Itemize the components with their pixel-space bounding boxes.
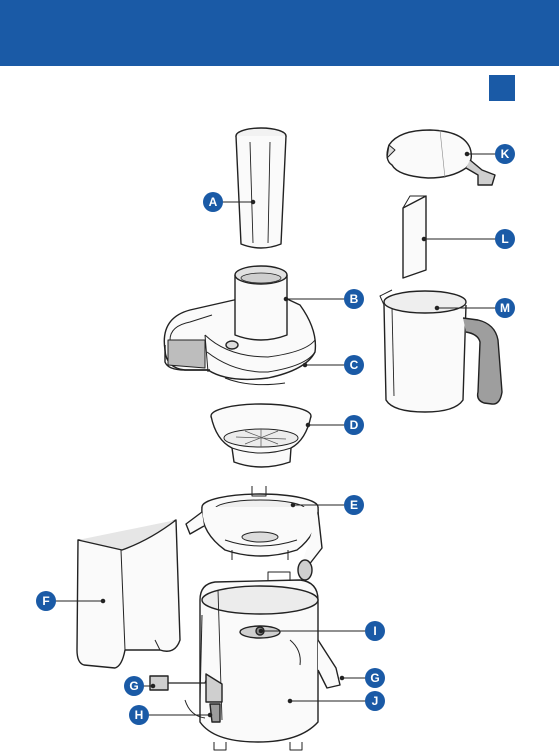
callout-a: A	[203, 192, 223, 212]
callout-d: D	[344, 415, 364, 435]
callout-k: K	[495, 144, 515, 164]
callout-h: H	[129, 705, 149, 725]
part-froth-separator	[403, 196, 426, 278]
callout-i: I	[365, 621, 385, 641]
callout-g-left: G	[124, 676, 144, 696]
part-cover	[164, 266, 315, 385]
part-pulp-container	[77, 520, 180, 668]
part-filter-holder	[186, 486, 322, 580]
callout-c: C	[344, 355, 364, 375]
part-jug-lid	[387, 130, 495, 185]
callout-m: M	[495, 298, 515, 318]
callout-e: E	[344, 495, 364, 515]
callout-f: F	[36, 591, 56, 611]
part-filter	[211, 404, 311, 467]
part-pusher	[236, 128, 286, 248]
callout-g-right: G	[365, 668, 385, 688]
callout-b: B	[344, 289, 364, 309]
callout-j: J	[365, 691, 385, 711]
callout-l: L	[495, 229, 515, 249]
